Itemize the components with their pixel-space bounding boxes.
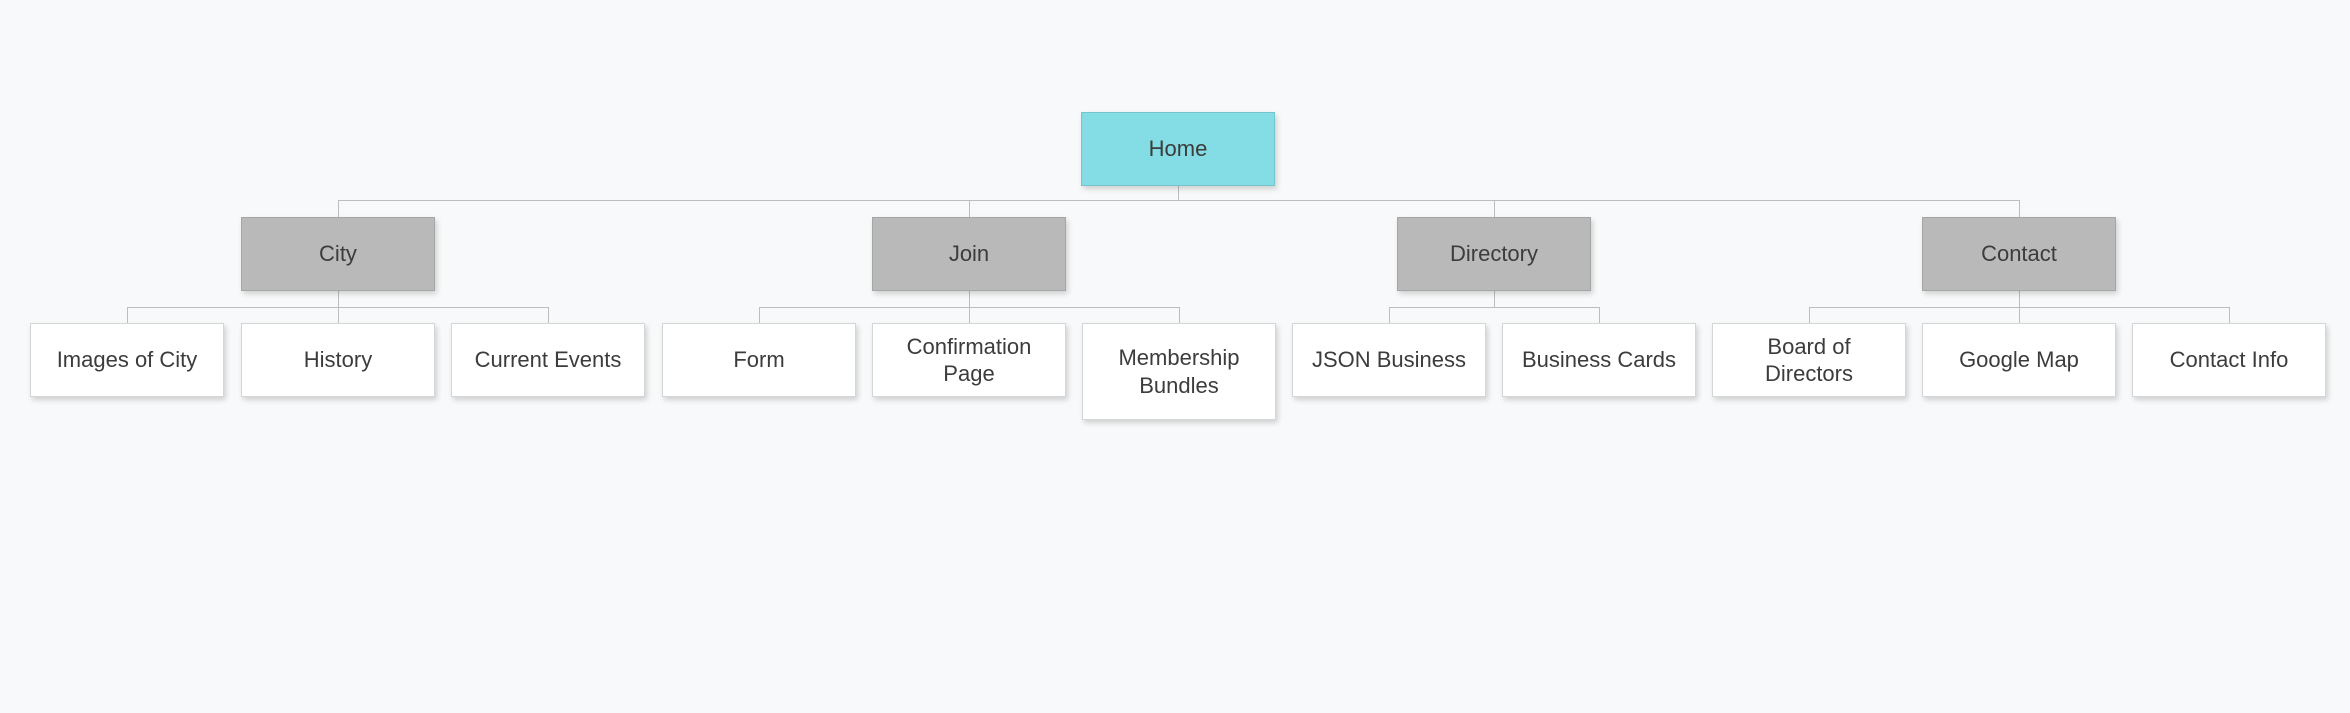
connector-drop-leaf (1809, 307, 1810, 324)
node-label: Join (948, 241, 990, 267)
node-label: Images of City (56, 347, 198, 373)
connector-join-stem (969, 291, 970, 307)
connector-directory-stem (1494, 291, 1495, 307)
node-current-events[interactable]: Current Events (451, 323, 645, 397)
node-label: Business Cards (1521, 347, 1677, 373)
node-label: Confirmation Page (906, 333, 1032, 387)
connector-drop-leaf (127, 307, 128, 324)
connector-drop-leaf (338, 307, 339, 324)
node-label: City (319, 241, 357, 267)
connector-drop-leaf (759, 307, 760, 324)
node-label: Form (733, 347, 785, 373)
node-label: History (303, 347, 373, 373)
node-label: Contact (1981, 241, 2057, 267)
node-join[interactable]: Join (872, 217, 1066, 291)
connector-level1-rail (338, 200, 2019, 201)
node-label: Google Map (1959, 347, 2079, 373)
connector-drop-leaf (1179, 307, 1180, 324)
node-contact[interactable]: Contact (1922, 217, 2116, 291)
node-contact-info[interactable]: Contact Info (2132, 323, 2326, 397)
node-label: JSON Business (1311, 347, 1467, 373)
connector-city-rail (127, 307, 548, 308)
node-label: Contact Info (2169, 347, 2289, 373)
node-form[interactable]: Form (662, 323, 856, 397)
node-home[interactable]: Home (1081, 112, 1275, 186)
node-label: Board of Directors (1764, 333, 1853, 387)
node-history[interactable]: History (241, 323, 435, 397)
connector-drop-leaf (1599, 307, 1600, 324)
connector-drop-join (969, 200, 970, 217)
connector-drop-leaf (2019, 307, 2020, 324)
connector-drop-city (338, 200, 339, 217)
node-json-business[interactable]: JSON Business (1292, 323, 1486, 397)
connector-contact-stem (2019, 291, 2020, 307)
node-business-cards[interactable]: Business Cards (1502, 323, 1696, 397)
connector-drop-leaf (1389, 307, 1390, 324)
connector-drop-contact (2019, 200, 2020, 217)
node-images-of-city[interactable]: Images of City (30, 323, 224, 397)
node-board-of-directors[interactable]: Board of Directors (1712, 323, 1906, 397)
connector-drop-leaf (548, 307, 549, 324)
node-google-map[interactable]: Google Map (1922, 323, 2116, 397)
connector-drop-leaf (2229, 307, 2230, 324)
node-city[interactable]: City (241, 217, 435, 291)
node-directory[interactable]: Directory (1397, 217, 1591, 291)
node-label: Membership Bundles (1118, 345, 1240, 398)
node-confirmation-page[interactable]: Confirmation Page (872, 323, 1066, 397)
connector-city-stem (338, 291, 339, 307)
node-membership-bundles[interactable]: Membership Bundles (1082, 323, 1276, 420)
connector-directory-rail (1389, 307, 1599, 308)
connector-drop-leaf (969, 307, 970, 324)
connector-root-stem (1178, 186, 1179, 200)
node-label: Current Events (474, 347, 622, 373)
node-label: Directory (1449, 241, 1538, 267)
node-label: Home (1148, 136, 1208, 162)
connector-drop-directory (1494, 200, 1495, 217)
